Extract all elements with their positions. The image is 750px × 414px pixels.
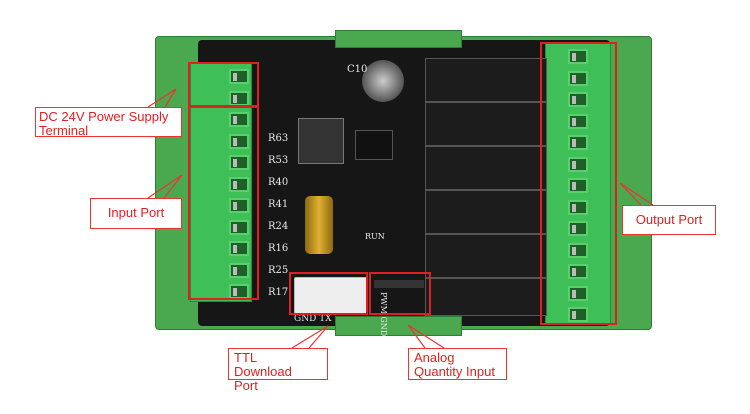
ic-chip <box>355 130 393 160</box>
terminal-screw-slot <box>568 242 588 258</box>
electrolytic-capacitor <box>362 60 404 102</box>
housing-clip-bottom <box>335 316 462 336</box>
terminal-screw-slot <box>229 112 249 127</box>
resistor-label: R53 <box>268 155 289 166</box>
terminal-screw-slot <box>568 156 588 172</box>
housing-clip-top <box>335 30 462 48</box>
resistor-label: R40 <box>268 177 289 188</box>
terminal-screw-slot <box>568 49 588 64</box>
input-port-highlight <box>188 106 259 300</box>
output-channel <box>425 234 547 278</box>
terminal-screw-slot <box>229 133 249 149</box>
tantalum-capacitor <box>305 196 333 254</box>
output-channel <box>425 190 547 234</box>
analog-input-highlight <box>369 272 431 315</box>
terminal-screw-slot <box>229 198 249 213</box>
output-channel <box>425 58 547 102</box>
terminal-screw-slot <box>568 70 588 86</box>
resistor-label: R16 <box>268 243 289 254</box>
output-channel <box>425 278 547 316</box>
terminal-screw-slot <box>229 69 249 84</box>
terminal-screw-slot <box>568 113 588 129</box>
output-channel <box>425 146 547 190</box>
resistor-label: R25 <box>268 265 289 276</box>
output-channel <box>425 102 547 146</box>
inductor <box>298 118 344 164</box>
terminal-screw-slot <box>229 262 249 278</box>
terminal-screw-slot <box>568 178 588 193</box>
terminal-screw-slot <box>229 155 249 170</box>
terminal-screw-slot <box>229 176 249 192</box>
terminal-screw-slot <box>568 285 588 301</box>
terminal-screw-slot <box>568 307 588 322</box>
callout-analog-input: Analog Quantity Input <box>408 348 507 380</box>
terminal-screw-slot <box>568 221 588 236</box>
input-terminal-block <box>190 62 252 302</box>
callout-input-port: Input Port <box>90 198 182 229</box>
analog-pin-header <box>374 280 424 288</box>
output-terminal-block <box>545 42 611 324</box>
callout-ttl-download: TTL Download Port <box>228 348 328 393</box>
cap-label: C10 <box>347 64 368 75</box>
terminal-screw-slot <box>568 135 588 150</box>
terminal-screw-slot <box>568 199 588 215</box>
ttl-pin-label: GND TX <box>294 314 332 324</box>
resistor-label: R17 <box>268 287 289 298</box>
resistor-label: R24 <box>268 221 289 232</box>
terminal-screw-slot <box>229 241 249 256</box>
terminal-screw-slot <box>568 264 588 279</box>
terminal-screw-slot <box>229 219 249 235</box>
terminal-screw-slot <box>229 90 249 106</box>
resistor-label: R63 <box>268 133 289 144</box>
terminal-screw-slot <box>568 92 588 107</box>
callout-output-port: Output Port <box>622 205 716 235</box>
ttl-port-highlight <box>289 272 368 315</box>
callout-power-supply: DC 24V Power Supply Terminal <box>35 107 182 138</box>
resistor-label: R41 <box>268 199 289 210</box>
output-port-highlight <box>540 42 617 325</box>
run-label: RUN <box>365 232 385 241</box>
